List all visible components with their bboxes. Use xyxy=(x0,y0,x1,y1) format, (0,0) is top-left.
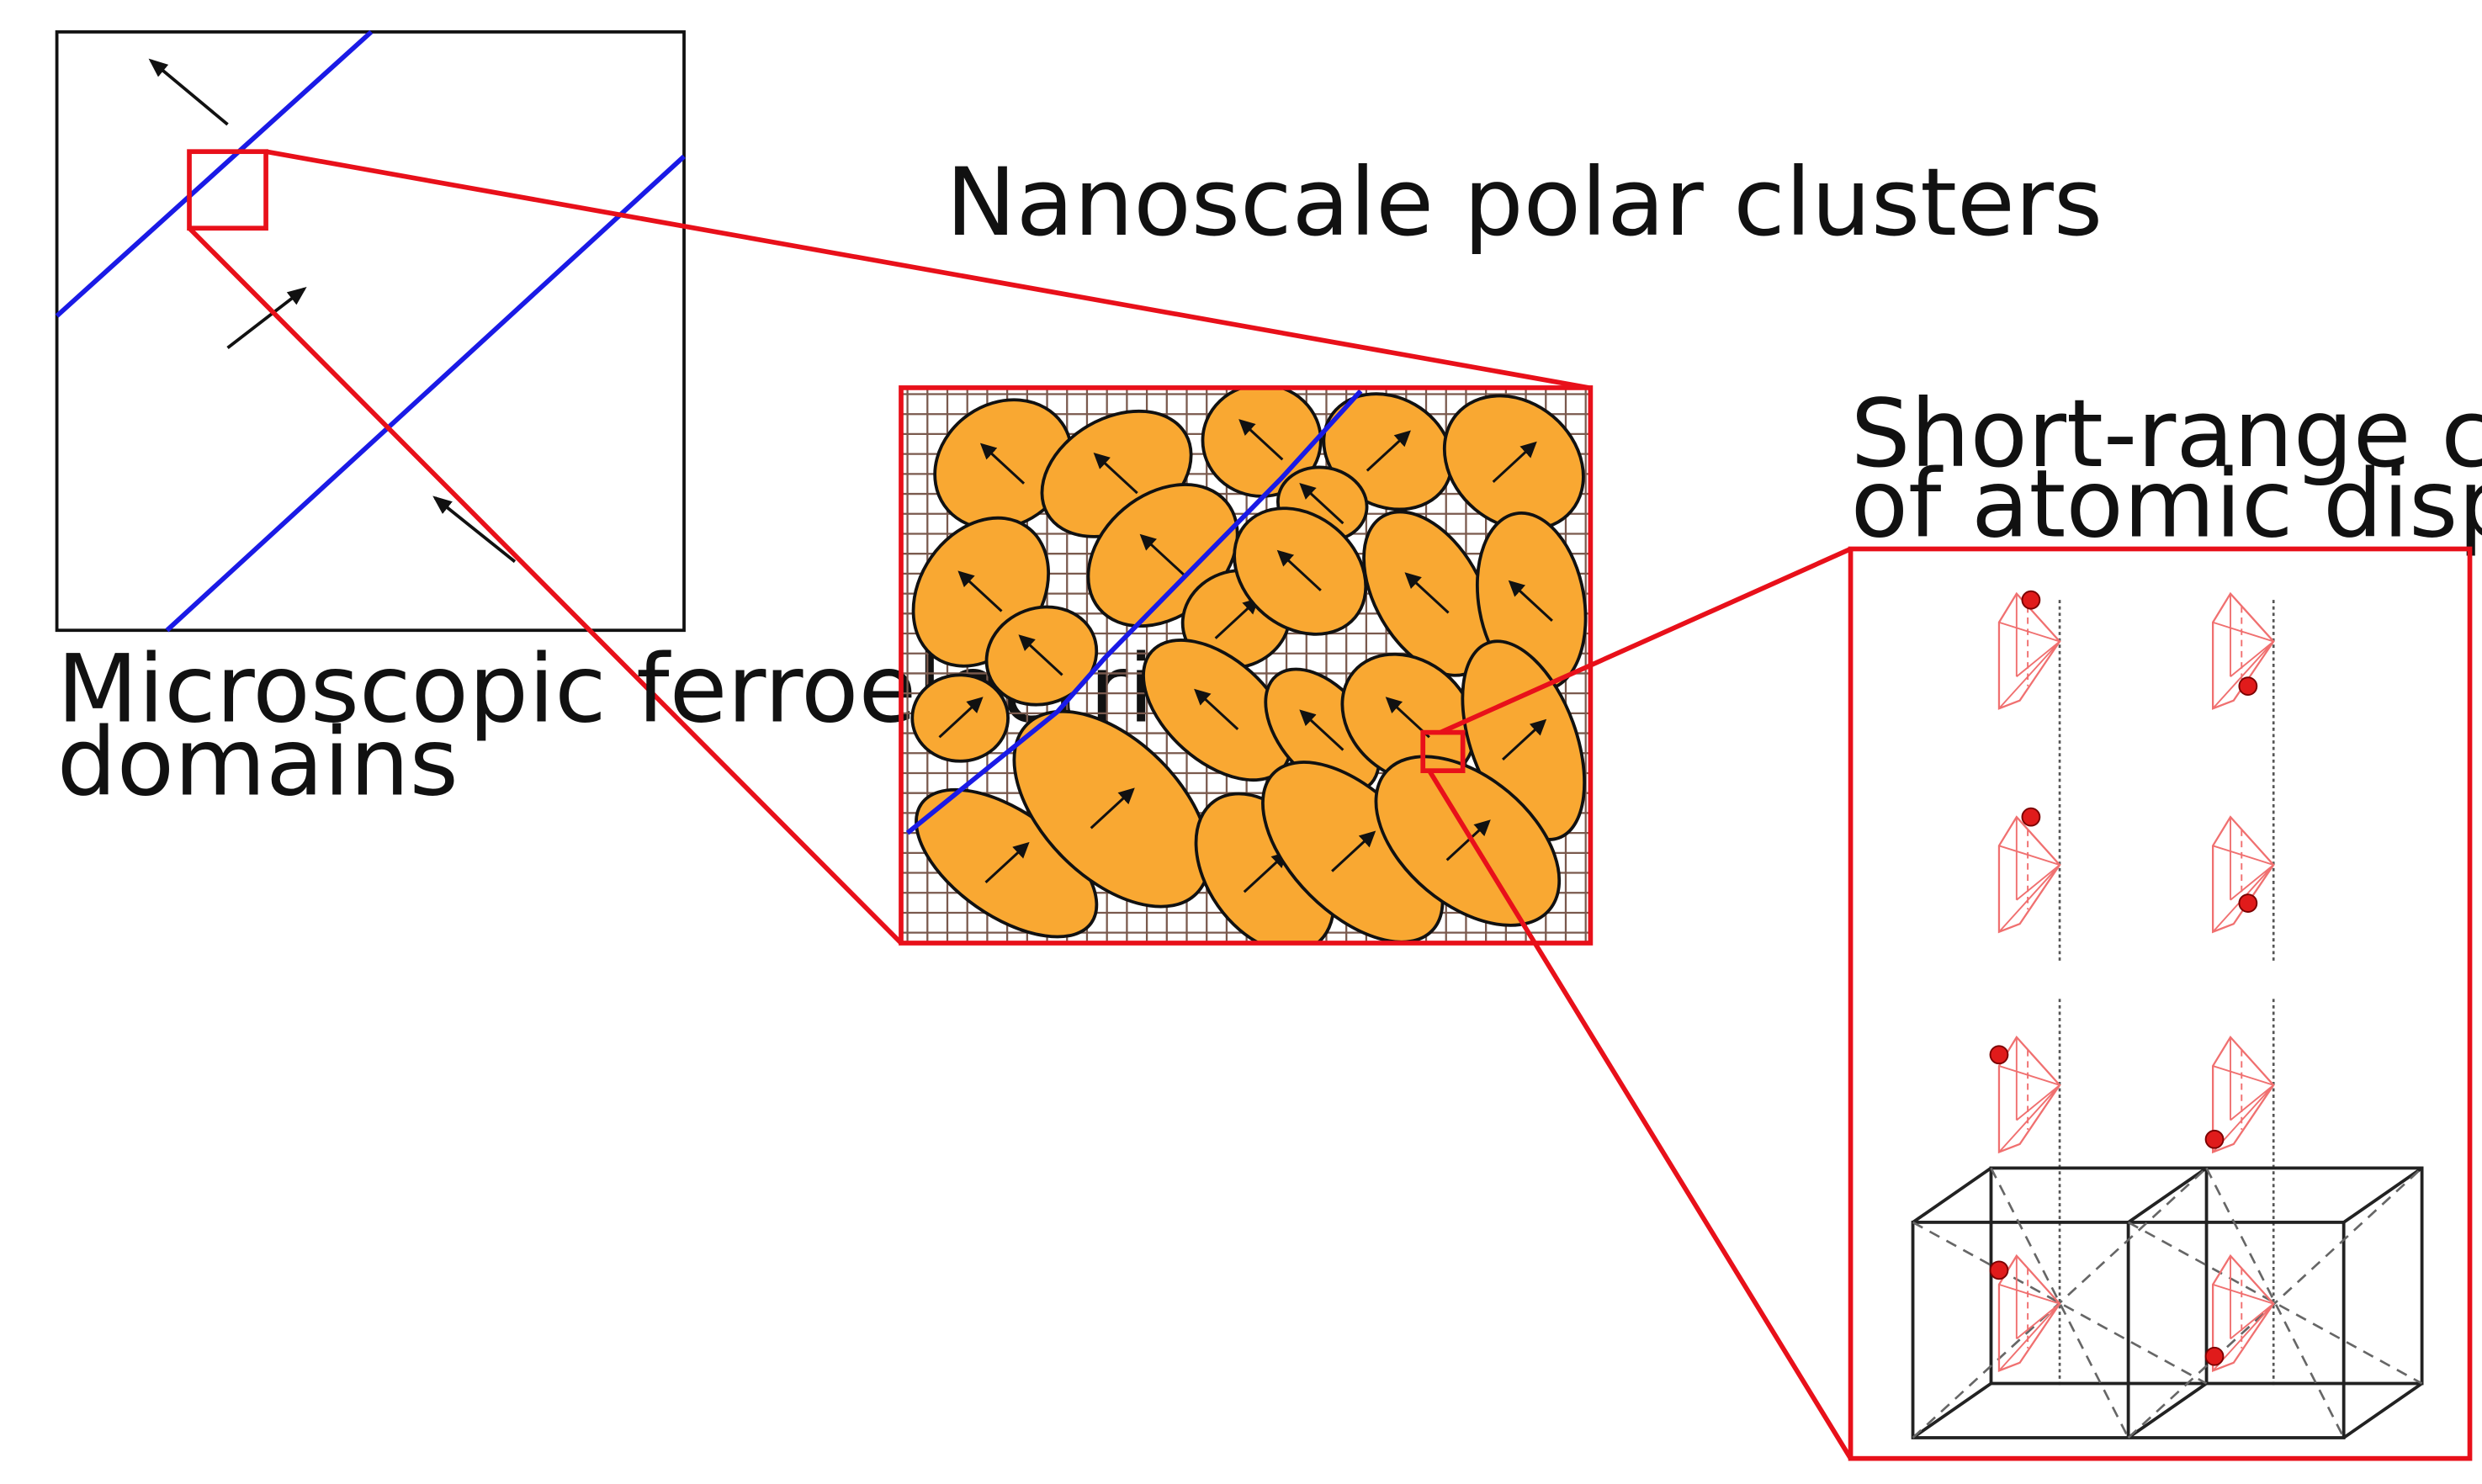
polarization-arrow-icon xyxy=(148,58,229,126)
octahedra xyxy=(1989,590,2275,1372)
atom-dot-icon xyxy=(1989,1260,2009,1280)
polar-cluster xyxy=(933,398,1074,531)
clusters-panel xyxy=(899,385,1594,946)
polar-cluster xyxy=(910,673,1010,763)
octahedron xyxy=(2211,815,2275,934)
polarization-arrow-icon xyxy=(1492,441,1537,483)
polarization-arrow-icon xyxy=(984,841,1030,884)
polarization-arrow-icon xyxy=(938,697,984,739)
polarization-arrow-icon xyxy=(1508,580,1553,622)
correlations-frame xyxy=(1848,546,2473,1461)
polarization-arrow-icon xyxy=(1238,419,1284,461)
zoom-ray xyxy=(265,149,1589,390)
polar-cluster xyxy=(1012,709,1212,909)
octahedron xyxy=(1997,807,2061,934)
polar-cluster xyxy=(1374,755,1562,927)
polar-cluster xyxy=(1142,639,1292,782)
zoom-ray xyxy=(188,226,904,946)
polarization-arrow-icon xyxy=(1331,830,1376,872)
polarization-arrow-icon xyxy=(226,287,307,349)
polarization-arrow-icon xyxy=(1404,572,1450,614)
column-axes xyxy=(2058,600,2275,1389)
domain-wall-upper xyxy=(55,29,374,318)
atom-dot-icon xyxy=(2238,893,2258,913)
polarization-arrow-icon xyxy=(1139,533,1185,575)
polarization-arrow-icon xyxy=(1502,718,1547,761)
zoom-ray xyxy=(1427,769,1853,1460)
correlations-label-line1: Short-range correlations xyxy=(1851,379,2482,489)
polarization-arrow-icon xyxy=(432,496,517,564)
polar-cluster xyxy=(1233,506,1368,636)
polar-cluster xyxy=(915,787,1099,939)
polarization-arrow-icon xyxy=(1445,819,1491,861)
polarization-arrow-icon xyxy=(1366,430,1411,472)
domains-frame xyxy=(55,30,686,633)
unit-cells xyxy=(1911,1166,2424,1439)
polarization-arrow-icon xyxy=(979,443,1026,485)
polar-cluster xyxy=(1340,652,1477,784)
correlations-label-line2: of atomic displacements xyxy=(1851,449,2482,559)
polar-cluster xyxy=(1442,394,1585,532)
polarization-arrow-icon xyxy=(1299,483,1344,525)
octahedron xyxy=(1997,590,2061,710)
polarization-arrow-icon xyxy=(957,570,1003,612)
zoom-ray xyxy=(1439,546,1852,735)
polarization-arrow-icon xyxy=(1214,597,1260,639)
polarization-arrow-icon xyxy=(1090,787,1135,829)
octahedron xyxy=(2204,1036,2275,1154)
atom-dot-icon xyxy=(2021,590,2041,610)
polar-clusters xyxy=(910,387,1588,943)
domain-wall-lower xyxy=(165,154,686,633)
domains-label-line2: domains xyxy=(57,708,459,818)
polarization-arrow-icon xyxy=(1018,634,1063,676)
atom-dot-icon xyxy=(2204,1129,2225,1149)
polar-cluster xyxy=(984,605,1099,707)
atom-dot-icon xyxy=(2204,1346,2225,1366)
cluster-domain-wall xyxy=(905,389,1363,835)
polarization-arrow-icon xyxy=(1299,709,1344,751)
domains-panel xyxy=(55,29,686,633)
zoom-box-domains xyxy=(187,149,268,231)
octahedron xyxy=(2204,1253,2275,1372)
polarization-arrow-icon xyxy=(1276,549,1322,591)
polarization-arrow-icon xyxy=(1194,688,1239,730)
atom-dot-icon xyxy=(1989,1045,2009,1065)
clusters-label: Nanoscale polar clusters xyxy=(946,148,2103,257)
polarization-arrow-icon xyxy=(1243,851,1288,893)
polarization-arrow-icon xyxy=(1093,453,1138,495)
octahedron xyxy=(2211,591,2275,710)
octahedron xyxy=(1989,1036,2061,1154)
octahedron xyxy=(1989,1253,2061,1372)
cell-diagonals xyxy=(1912,1167,2423,1439)
correlations-panel xyxy=(1848,546,2473,1461)
atom-dot-icon xyxy=(2238,676,2258,696)
atom-dot-icon xyxy=(2021,807,2041,827)
